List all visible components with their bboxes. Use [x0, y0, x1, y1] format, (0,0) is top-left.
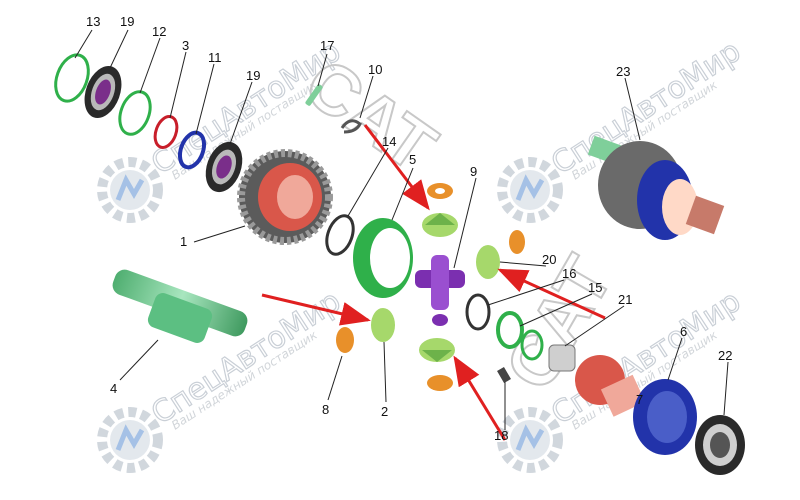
gear-logo-icon — [497, 157, 563, 223]
part-12-ring — [118, 90, 152, 136]
gear-logo-icon — [97, 157, 163, 223]
part-15-ring — [496, 311, 524, 349]
arrow-shaft-to-gear-2 — [261, 293, 371, 326]
part-13-snap-ring — [54, 53, 90, 103]
washer-hole — [435, 188, 445, 194]
callout-13: 13 — [86, 14, 100, 29]
callout-5: 5 — [409, 152, 416, 167]
callout-19a: 19 — [120, 14, 134, 29]
part-20-bevel-gear — [476, 245, 500, 279]
callout-19b: 19 — [246, 68, 260, 83]
part-22-bearing — [695, 415, 745, 475]
callout-22: 22 — [718, 348, 732, 363]
leader-lines — [74, 29, 729, 430]
callout-6: 6 — [680, 324, 687, 339]
part-2-bevel-gear — [371, 308, 395, 342]
part-bevel-gear-bottom — [419, 338, 455, 362]
part-19-bearing-left — [84, 65, 122, 119]
callout-14: 14 — [382, 134, 396, 149]
callout-21: 21 — [618, 292, 632, 307]
part-17-bolt — [305, 84, 323, 106]
part-washer-right — [509, 230, 525, 254]
part-7-pinion — [575, 355, 646, 417]
part-23-assembly — [587, 135, 725, 240]
callout-3: 3 — [182, 38, 189, 53]
arrow-18-to-bottom-gear — [453, 355, 507, 441]
gear-logo-icon — [97, 407, 163, 473]
callout-4: 4 — [110, 381, 117, 396]
callout-17: 17 — [320, 38, 334, 53]
part-washer-bottom — [427, 375, 453, 391]
part-21-needle-bearing — [548, 344, 576, 372]
part-8-washer — [336, 327, 354, 353]
part-18-pin — [497, 366, 511, 384]
callout-2: 2 — [381, 404, 388, 419]
callout-12: 12 — [152, 24, 166, 39]
arrow-21-to-gear-20 — [497, 268, 606, 320]
callout-23: 23 — [616, 64, 630, 79]
gear-logo-icon — [497, 407, 563, 473]
part-9-spider — [415, 255, 465, 326]
callout-11: 11 — [208, 50, 222, 65]
callout-1: 1 — [180, 234, 187, 249]
callout-8: 8 — [322, 402, 329, 417]
callout-7: 7 — [636, 392, 643, 407]
callout-16: 16 — [562, 266, 576, 281]
part-15-ring-2 — [520, 329, 544, 361]
arrow-10-to-top-gear — [363, 124, 430, 211]
part-16-ring — [465, 293, 491, 331]
part-1-ring-gear — [237, 149, 333, 245]
callout-15: 15 — [588, 280, 602, 295]
part-6-carrier — [633, 379, 697, 455]
part-11-ring — [177, 130, 207, 170]
part-bevel-gear-top — [422, 213, 458, 237]
part-3-ring — [153, 115, 179, 149]
part-10-clip — [340, 119, 362, 134]
part-5-green-case-half — [353, 218, 413, 298]
callout-10: 10 — [368, 62, 382, 77]
assembly-arrows — [261, 124, 606, 441]
part-4-shaft — [112, 269, 248, 343]
callout-20: 20 — [542, 252, 556, 267]
part-19-bearing-right — [205, 141, 243, 193]
callout-18: 18 — [494, 428, 508, 443]
callout-9: 9 — [470, 164, 477, 179]
part-14-ring — [325, 214, 355, 256]
